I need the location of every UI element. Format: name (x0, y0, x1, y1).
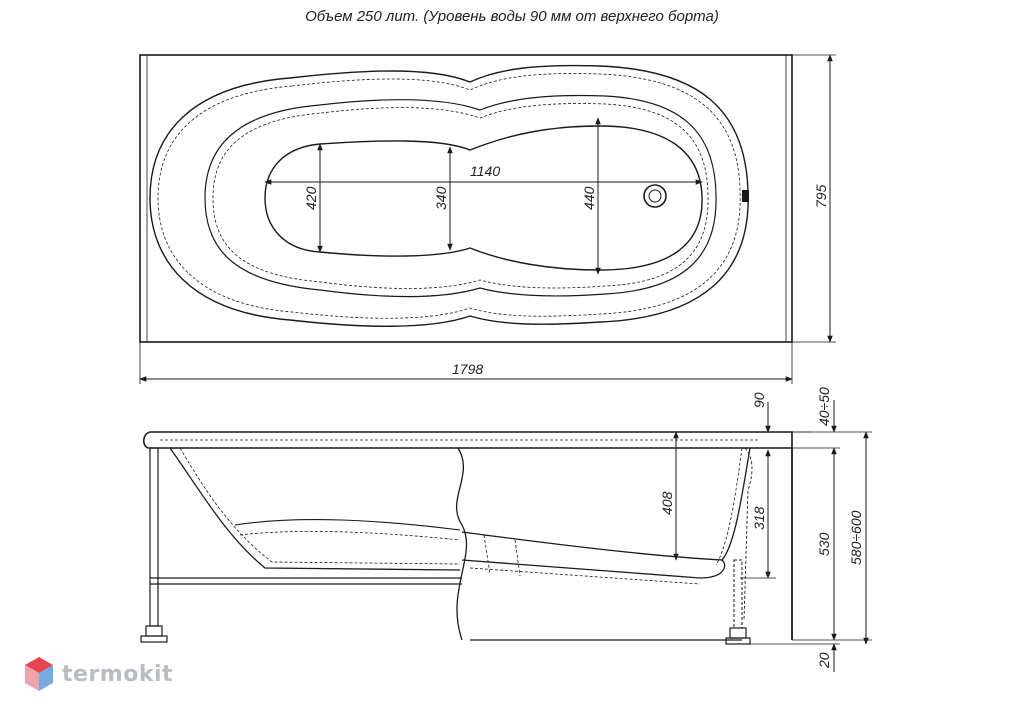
dim-795: 795 (813, 184, 829, 208)
logo-text: termokit (62, 661, 174, 687)
left-leg (149, 447, 159, 627)
dim-318: 318 (751, 506, 767, 530)
drain-icon (643, 184, 667, 208)
left-foot (145, 625, 163, 637)
overflow-pipe (743, 447, 753, 621)
bowl-bottom-contour (264, 125, 703, 271)
dim-580-600: 580÷600 (848, 510, 864, 565)
dim-408: 408 (659, 491, 675, 515)
right-foot (729, 627, 747, 639)
bowl-profile-right (461, 447, 751, 561)
overflow-icon (742, 190, 749, 202)
dim-340: 340 (433, 186, 449, 210)
dim-440: 440 (581, 186, 597, 210)
cube-logo-icon (25, 657, 53, 691)
dim-1140: 1140 (470, 163, 500, 179)
top-view (139, 54, 836, 384)
termokit-logo: termokit (24, 656, 173, 692)
bowl-outer-contour (149, 64, 749, 327)
dim-530: 530 (816, 532, 832, 556)
dim-1798: 1798 (452, 361, 483, 377)
dim-90: 90 (751, 392, 767, 408)
side-view (140, 400, 872, 672)
bowl-profile-left (169, 447, 461, 571)
drawing-title: Объем 250 лит. (Уровень воды 90 мм от ве… (305, 8, 719, 25)
dim-40-50: 40÷50 (816, 387, 832, 426)
bowl-middle-contour (204, 94, 717, 298)
top-view-rim (139, 54, 793, 343)
side-rim (142, 431, 793, 449)
dim-420: 420 (303, 186, 319, 210)
dim-20: 20 (816, 652, 832, 669)
cut-break-line (456, 447, 468, 641)
right-leg (733, 559, 743, 629)
